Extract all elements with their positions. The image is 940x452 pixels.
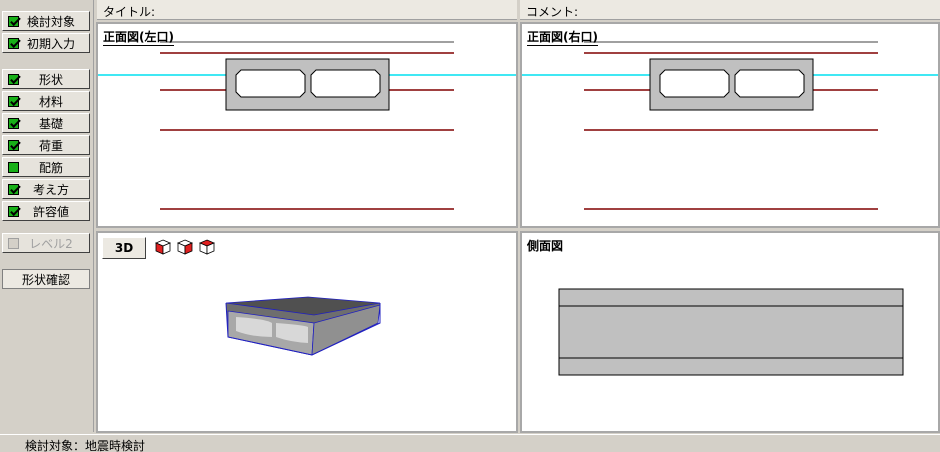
view-3d-label: 3D bbox=[114, 241, 134, 255]
side-view-drawing bbox=[558, 288, 904, 376]
check-icon bbox=[8, 183, 19, 195]
cube-side-icon[interactable] bbox=[177, 239, 193, 255]
front-view-left-title: 正面図(左口) bbox=[103, 30, 174, 46]
comment-label: コメント: bbox=[526, 5, 579, 19]
check-icon bbox=[8, 73, 19, 85]
sidebar-item-level2: レベル2 bbox=[2, 233, 90, 253]
sidebar-item-shape[interactable]: 形状 bbox=[2, 69, 90, 89]
view-3d-button[interactable]: 3D bbox=[102, 237, 146, 259]
check-icon bbox=[8, 117, 19, 129]
sidebar-item-label: 許容値 bbox=[32, 204, 69, 219]
sidebar-item-allowable[interactable]: 許容値 bbox=[2, 201, 90, 221]
title-field[interactable]: タイトル: bbox=[97, 0, 517, 20]
comment-field[interactable]: コメント: bbox=[520, 0, 940, 20]
view-3d-drawing bbox=[225, 296, 381, 356]
shape-confirm-label: 形状確認 bbox=[21, 272, 70, 287]
sidebar-item-label: 基礎 bbox=[38, 116, 63, 131]
shape-confirm-button[interactable]: 形状確認 bbox=[2, 269, 90, 289]
sidebar-item-label: 形状 bbox=[38, 72, 63, 87]
sidebar-item-initial-input[interactable]: 初期入力 bbox=[2, 33, 90, 53]
cube-front-icon[interactable] bbox=[155, 239, 171, 255]
sidebar-item-reinforcement[interactable]: 配筋 bbox=[2, 157, 90, 177]
check-icon bbox=[8, 161, 19, 173]
cube-top-icon[interactable] bbox=[199, 239, 215, 255]
status-bar: 検討対象：地震時検討 bbox=[0, 434, 940, 452]
sidebar-item-label: 配筋 bbox=[38, 160, 63, 175]
front-view-right-title: 正面図(右口) bbox=[527, 30, 598, 46]
sidebar-item-label: 考え方 bbox=[32, 182, 69, 197]
sidebar-item-label: 検討対象 bbox=[26, 14, 75, 29]
side-view-pane: 側面図 bbox=[520, 231, 940, 433]
checkbox-icon bbox=[8, 237, 19, 249]
side-view-title: 側面図 bbox=[527, 239, 564, 253]
front-view-right-drawing bbox=[522, 41, 938, 210]
front-view-right-pane: 正面図(右口) bbox=[520, 22, 940, 228]
sidebar-item-foundation[interactable]: 基礎 bbox=[2, 113, 90, 133]
check-icon bbox=[8, 95, 19, 107]
sidebar: 検討対象 初期入力 形状 材料 基礎 荷重 配筋 考え方 許容値 レベル2 形状… bbox=[0, 0, 94, 432]
sidebar-item-label: 材料 bbox=[38, 94, 63, 109]
sidebar-item-label: レベル2 bbox=[29, 236, 73, 251]
front-view-left-pane: 正面図(左口) bbox=[96, 22, 518, 228]
view-3d-pane[interactable]: 3D bbox=[96, 231, 518, 433]
check-icon bbox=[8, 139, 19, 151]
sidebar-item-material[interactable]: 材料 bbox=[2, 91, 90, 111]
check-icon bbox=[8, 205, 19, 217]
title-label: タイトル: bbox=[103, 5, 156, 19]
check-icon bbox=[8, 37, 19, 49]
check-icon bbox=[8, 15, 19, 27]
sidebar-item-load[interactable]: 荷重 bbox=[2, 135, 90, 155]
sidebar-item-label: 初期入力 bbox=[26, 36, 75, 51]
status-text: 検討対象：地震時検討 bbox=[25, 439, 146, 452]
sidebar-item-approach[interactable]: 考え方 bbox=[2, 179, 90, 199]
sidebar-item-target[interactable]: 検討対象 bbox=[2, 11, 90, 31]
sidebar-item-label: 荷重 bbox=[38, 138, 63, 153]
front-view-left-drawing bbox=[98, 41, 516, 210]
